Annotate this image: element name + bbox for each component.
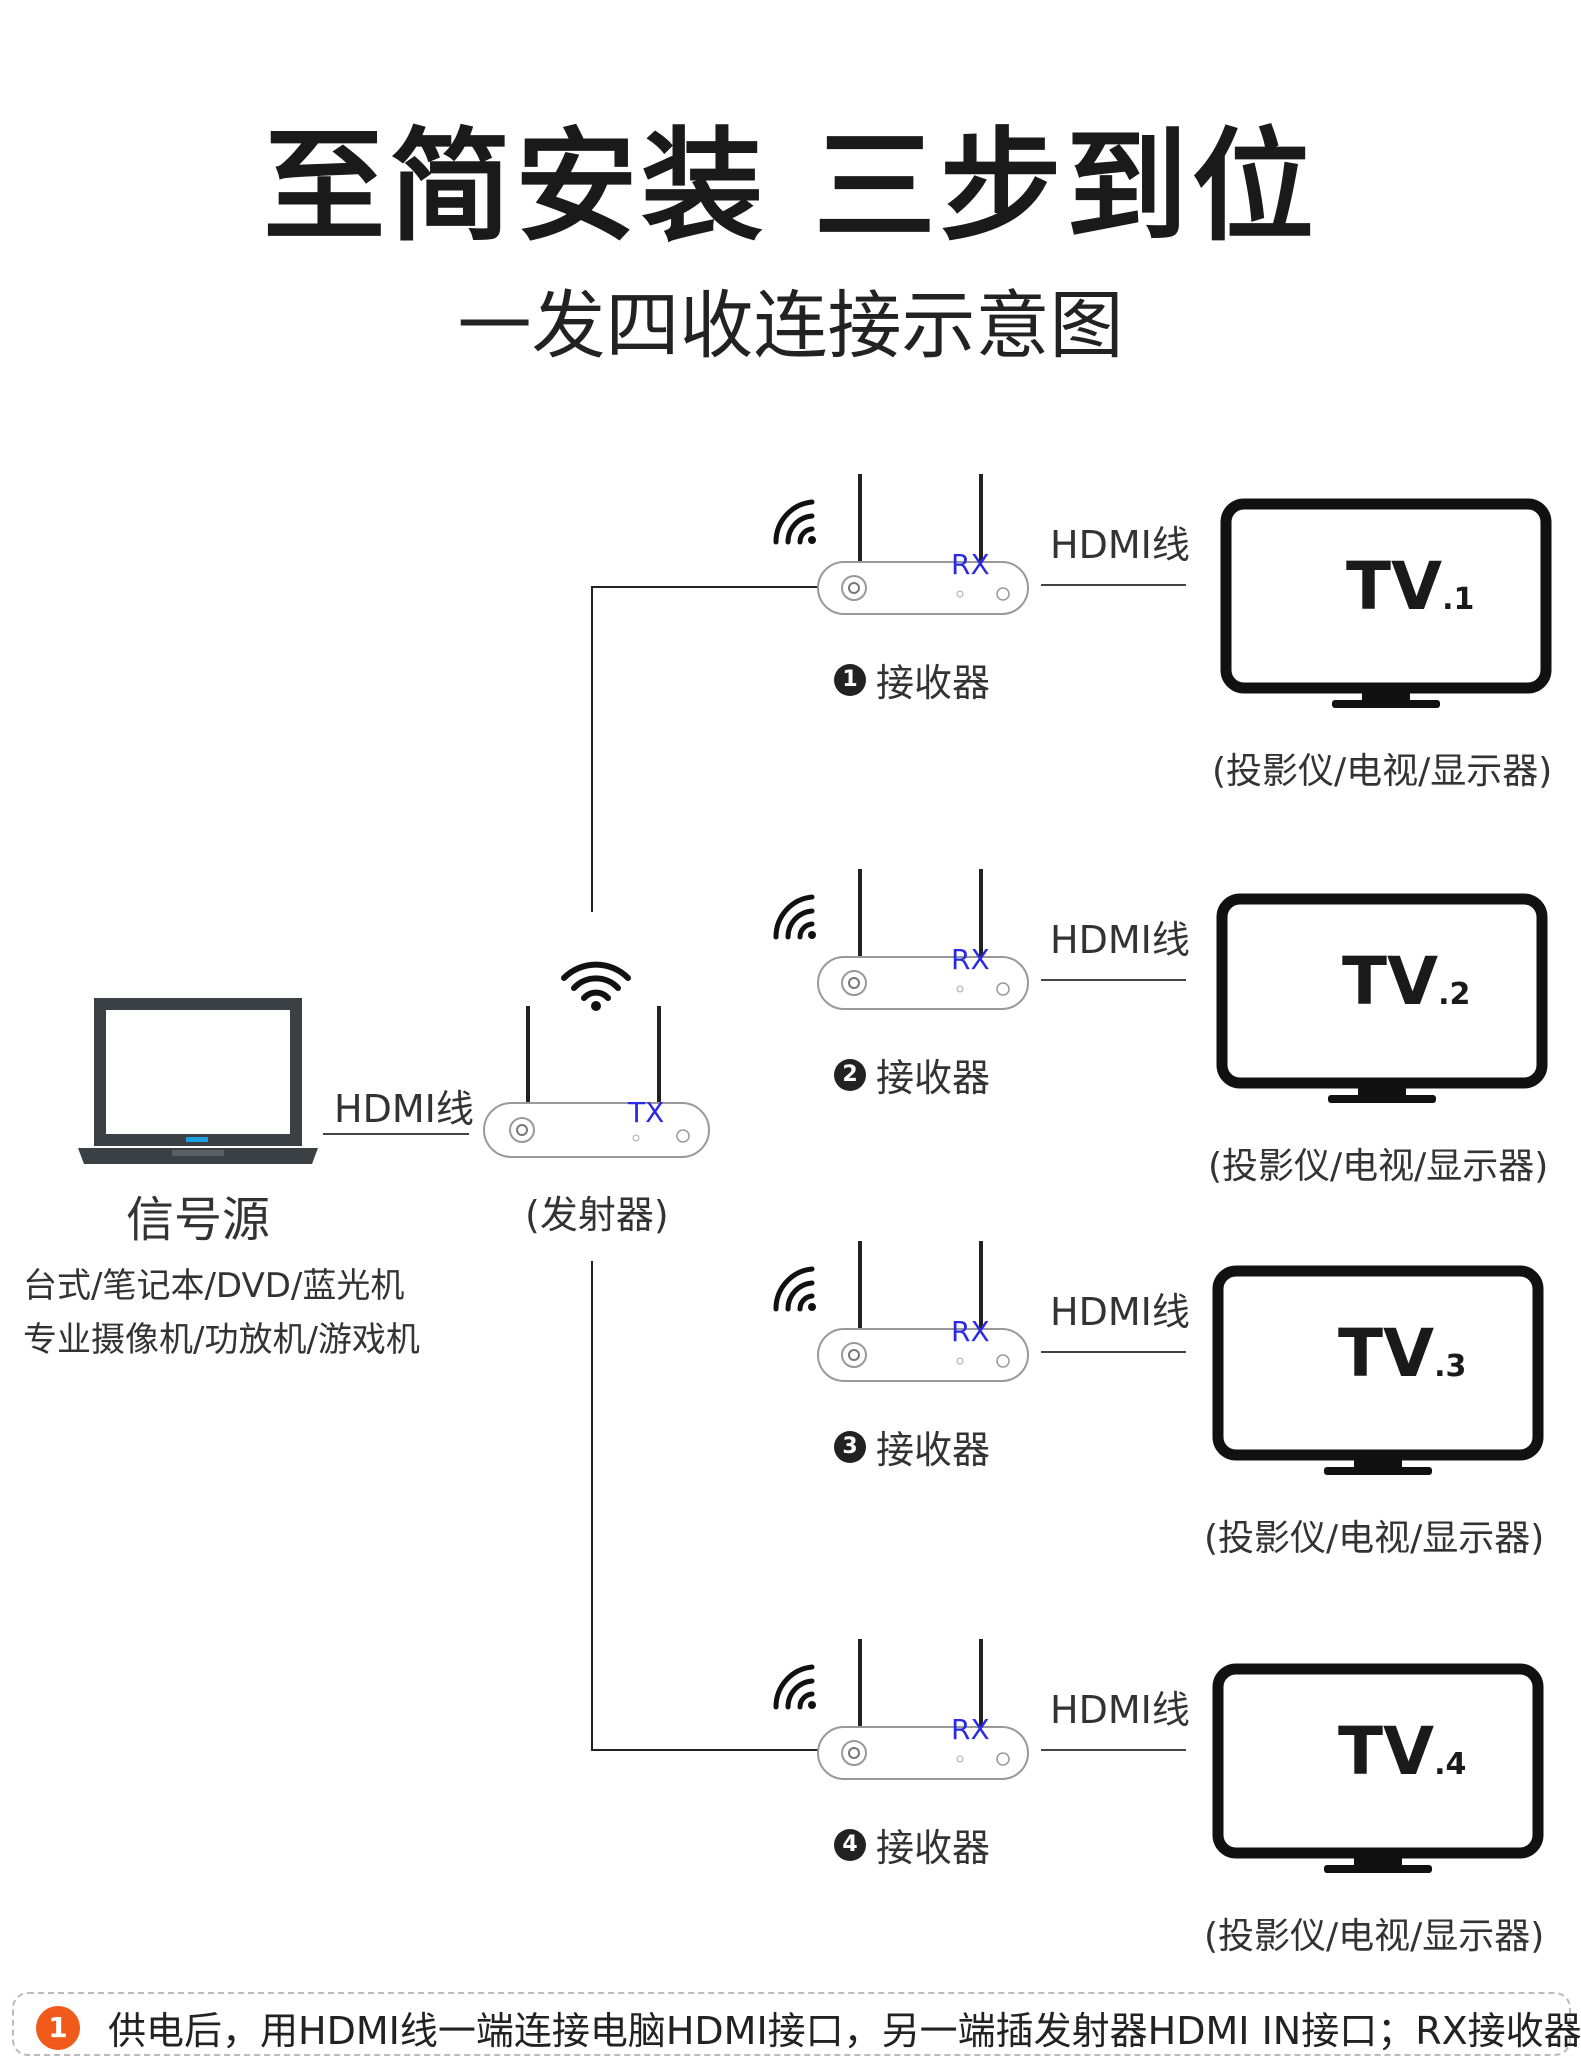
- receiver-number-badge: 3: [834, 1430, 866, 1463]
- tv-icon: [1216, 893, 1548, 1103]
- receiver-tag: RX: [951, 1315, 990, 1348]
- tv-cable-label: HDMI线: [1050, 1290, 1190, 1334]
- wifi-icon: [561, 961, 631, 1011]
- tv-cable-label: HDMI线: [1050, 1688, 1190, 1732]
- signal-icon: [773, 499, 816, 545]
- transmitter-tag: TX: [628, 1096, 665, 1129]
- receiver-number-badge: 1: [834, 663, 866, 696]
- tv-name-text: TV: [1338, 1713, 1435, 1790]
- tv-icon: [1212, 1663, 1544, 1873]
- tv-name: TV.1: [1346, 548, 1474, 625]
- receiver-tag: RX: [951, 1713, 990, 1746]
- receiver-number-badge: 2: [834, 1058, 866, 1091]
- tv-index: .3: [1434, 1349, 1467, 1384]
- receiver-label-text: 接收器: [876, 1428, 991, 1472]
- tv-cable-label: HDMI线: [1050, 523, 1190, 567]
- receiver-tag: RX: [951, 943, 990, 976]
- transmitter-label: (发射器): [525, 1193, 669, 1237]
- note-text: 供电后，用HDMI线一端连接电脑HDMI接口，另一端插发射器HDMI IN接口；…: [108, 2009, 1581, 2053]
- tv-name: TV.3: [1338, 1315, 1466, 1392]
- receiver-label: 4 接收器: [834, 1817, 990, 1872]
- source-desc-line-1: 台式/笔记本/DVD/蓝光机: [23, 1266, 405, 1306]
- tv-icon: [1220, 498, 1552, 708]
- page-title: 至简安装 三步到位: [263, 116, 1318, 258]
- signal-icon: [773, 1266, 816, 1312]
- note-step-badge: 1: [36, 2006, 80, 2050]
- receiver-device: [817, 474, 1029, 615]
- source-title: 信号源: [126, 1192, 271, 1248]
- tv-name-text: TV: [1346, 548, 1443, 625]
- tv-name-text: TV: [1342, 943, 1439, 1020]
- tv-index: .1: [1442, 582, 1475, 617]
- signal-icon: [773, 1664, 816, 1710]
- receiver-label-text: 接收器: [876, 661, 991, 705]
- transmitter-device: [483, 1006, 710, 1158]
- receiver-tag: RX: [951, 548, 990, 581]
- receiver-device: [817, 869, 1029, 1010]
- receiver-label-text: 接收器: [876, 1056, 991, 1100]
- tv-caption: (投影仪/电视/显示器): [1204, 1916, 1545, 1957]
- tv-caption: (投影仪/电视/显示器): [1208, 1146, 1549, 1187]
- source-cable-label: HDMI线: [334, 1087, 474, 1131]
- tv-name: TV.4: [1338, 1713, 1466, 1790]
- receiver-label: 1 接收器: [834, 652, 990, 707]
- tv-name: TV.2: [1342, 943, 1470, 1020]
- signal-icon: [773, 894, 816, 940]
- receiver-label-text: 接收器: [876, 1826, 991, 1870]
- tv-caption: (投影仪/电视/显示器): [1204, 1518, 1545, 1559]
- tv-caption: (投影仪/电视/显示器): [1212, 751, 1553, 792]
- tv-icon: [1212, 1265, 1544, 1475]
- page-subtitle: 一发四收连接示意图: [457, 283, 1124, 369]
- receiver-device: [817, 1639, 1029, 1780]
- tv-cable-label: HDMI线: [1050, 918, 1190, 962]
- receiver-label: 2 接收器: [834, 1047, 990, 1102]
- receiver-device: [817, 1241, 1029, 1382]
- tv-index: .4: [1434, 1747, 1467, 1782]
- tv-index: .2: [1438, 977, 1471, 1012]
- laptop-icon: [78, 998, 318, 1164]
- source-desc-line-2: 专业摄像机/功放机/游戏机: [23, 1320, 420, 1360]
- receiver-number-badge: 4: [834, 1828, 866, 1861]
- tv-name-text: TV: [1338, 1315, 1435, 1392]
- receiver-label: 3 接收器: [834, 1419, 990, 1474]
